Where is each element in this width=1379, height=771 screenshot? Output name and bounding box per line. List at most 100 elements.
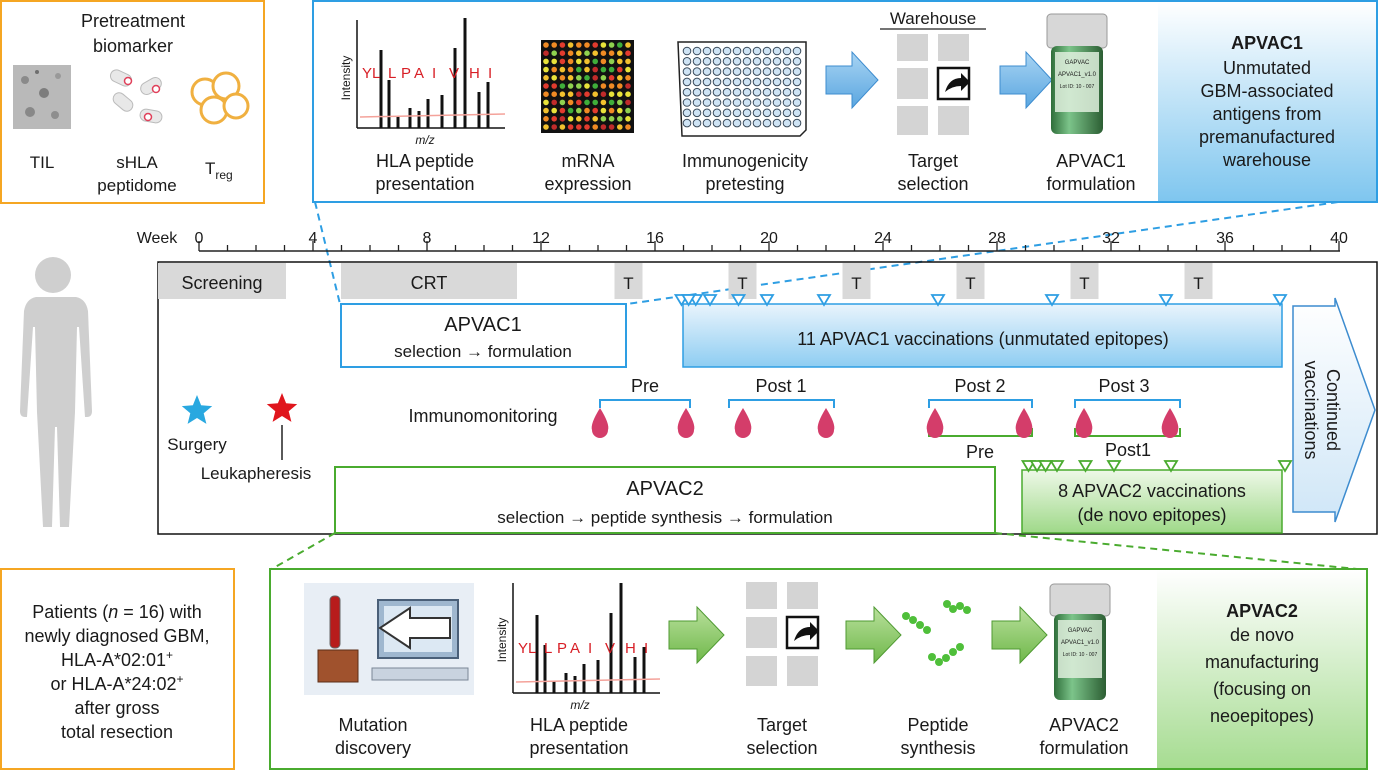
- well: [722, 46, 732, 56]
- microarray-spot: [617, 91, 623, 97]
- post2-bracket: [928, 399, 1033, 408]
- spectrum-xlabel: m/z: [415, 133, 434, 147]
- apvac1-selection-title: APVAC1: [444, 314, 521, 336]
- apvac2-selection-box: [334, 466, 996, 534]
- microarray-spot: [551, 116, 557, 122]
- microarray-spot: [608, 107, 615, 114]
- well: [702, 87, 712, 97]
- well: [702, 46, 712, 56]
- apvac1-vaccination-marker: [759, 294, 775, 307]
- microarray-spot: [625, 75, 631, 81]
- blood-drop-icon: [926, 408, 944, 438]
- microarray-spot: [567, 116, 574, 122]
- patients-line5: after gross: [74, 698, 159, 718]
- apvac1-side-panel: [1158, 2, 1376, 201]
- blood-drop-icon: [591, 408, 609, 438]
- well: [782, 67, 792, 76]
- seq-8: H: [469, 65, 480, 82]
- microarray-spot: [543, 75, 549, 81]
- step2-line1: mRNA: [562, 151, 615, 171]
- apvac2-side-line2: manufacturing: [1205, 652, 1319, 672]
- week-tick-label: 8: [423, 230, 432, 247]
- well: [682, 46, 692, 56]
- microarray-spot: [608, 124, 615, 130]
- patients-line1: Patients (n = 16) with: [32, 602, 202, 622]
- t-cycle-block: [614, 263, 643, 299]
- microarray-spot: [567, 58, 574, 65]
- vial-icon: GAPVAC APVAC1_v1.0 Lot ID: 10 - 007: [1046, 13, 1108, 134]
- microarray-spot: [625, 116, 631, 122]
- microarray-spot: [576, 107, 582, 114]
- microarray-spot: [584, 99, 590, 106]
- well: [732, 77, 742, 87]
- svg-text:Lot ID: 10 - 007: Lot ID: 10 - 007: [1060, 84, 1095, 90]
- microarray-spot: [567, 83, 574, 89]
- pre-green-label: Pre: [966, 442, 994, 462]
- seq-2: L: [372, 65, 380, 82]
- t-cycle-block: [956, 263, 985, 299]
- microarray-spot: [592, 75, 598, 81]
- microarray-spot: [584, 75, 590, 81]
- microarray-spot: [600, 116, 607, 122]
- connector-apvac2-left: [269, 532, 336, 571]
- week-label: Week: [137, 230, 179, 247]
- microarray-spot: [576, 83, 582, 89]
- well: [732, 87, 742, 97]
- seq-6: I: [432, 65, 436, 82]
- well: [772, 57, 782, 66]
- apvac2-side-panel: [1157, 570, 1366, 768]
- microarray-spot: [617, 83, 623, 89]
- well: [722, 108, 732, 118]
- microarray-spot: [551, 50, 557, 56]
- peptidome-label: peptidome: [97, 176, 176, 195]
- microarray-spot: [617, 66, 623, 73]
- microarray-spot: [543, 50, 549, 56]
- well: [702, 118, 712, 128]
- well: [732, 57, 742, 66]
- well: [752, 46, 762, 56]
- well: [732, 98, 742, 107]
- microarray-spot: [567, 99, 574, 106]
- apvac2-vaccination-line2: (de novo epitopes): [1077, 505, 1226, 525]
- post1-label: Post 1: [755, 376, 806, 396]
- microarray-spot: [576, 42, 582, 48]
- apvac1-workflow-panel: APVAC1 Unmutated GBM-associated antigens…: [312, 0, 1378, 203]
- warehouse-grid-icon: [897, 34, 969, 135]
- well: [792, 77, 802, 87]
- shla-label: sHLA: [116, 153, 158, 172]
- well: [782, 57, 792, 66]
- week-tick-label: 12: [532, 230, 550, 247]
- microarray-spot: [576, 66, 582, 73]
- well: [752, 67, 762, 76]
- seq-1: Y: [362, 65, 372, 82]
- post1-green-label: Post1: [1105, 440, 1151, 460]
- well: [762, 118, 772, 128]
- step-b4-line2: synthesis: [900, 738, 975, 758]
- blood-drop-icon: [734, 408, 752, 438]
- leukapheresis-label: Leukapheresis: [201, 464, 312, 483]
- crt-bar: [341, 263, 517, 299]
- microarray-spot: [576, 50, 582, 56]
- microarray-spot: [592, 50, 598, 56]
- well: [702, 57, 712, 66]
- leukapheresis-star-icon: [266, 393, 298, 422]
- svg-text:Lot ID: 10 - 007: Lot ID: 10 - 007: [1063, 652, 1098, 658]
- microarray-spot: [559, 107, 566, 114]
- well: [792, 98, 802, 107]
- pre-bracket: [599, 399, 691, 408]
- apvac1-selection-box: [340, 303, 627, 368]
- apvac1-vaccination-marker: [702, 294, 718, 307]
- apvac1-vaccination-marker: [816, 294, 832, 307]
- svg-text:L: L: [528, 640, 536, 657]
- svg-text:APVAC1_v1.0: APVAC1_v1.0: [1058, 72, 1097, 78]
- screening-label: Screening: [181, 273, 262, 293]
- microarray-spot: [559, 75, 566, 81]
- crt-label: CRT: [411, 273, 448, 293]
- well: [762, 108, 772, 118]
- step-b2-line2: presentation: [529, 738, 628, 758]
- microarray-spot: [567, 66, 574, 73]
- apvac2-vaccination-marker: [1029, 460, 1045, 473]
- arrow-b2: [845, 605, 902, 665]
- well: [722, 87, 732, 97]
